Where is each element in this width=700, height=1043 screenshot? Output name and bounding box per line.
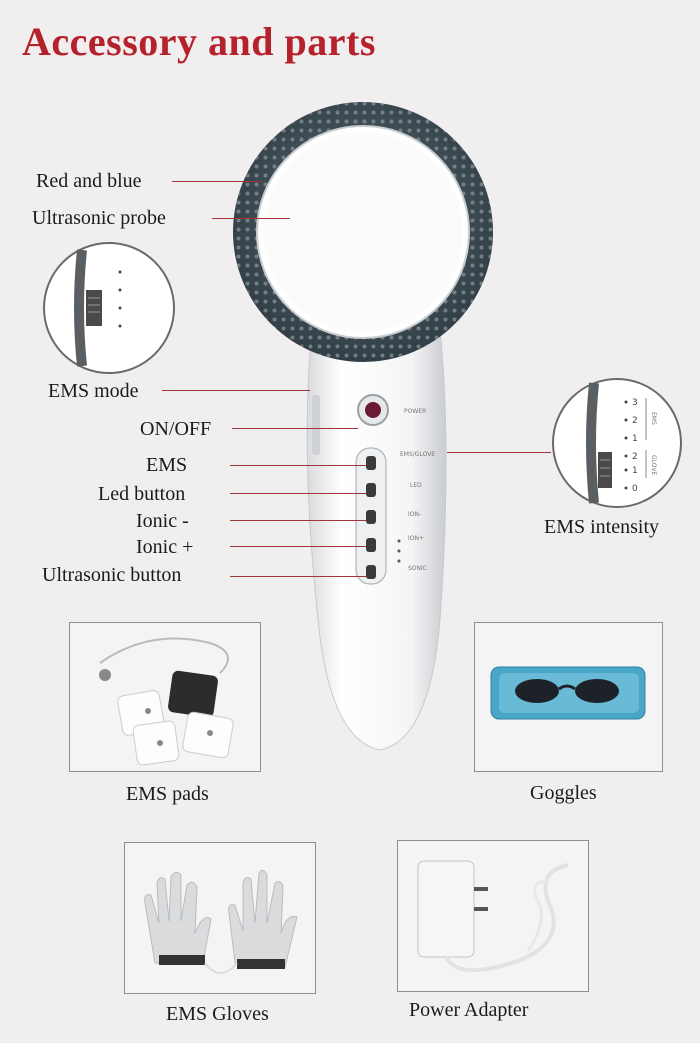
goggles-image — [490, 666, 646, 720]
ems-intensity-zoom — [552, 378, 682, 508]
device-label-ems-glove: EMS/GLOVE — [400, 451, 435, 458]
device-label-ion-minus: ION- — [408, 511, 421, 518]
callout-ultrasonic-button: Ultrasonic button — [42, 564, 182, 586]
callout-ionic-minus: Ionic - — [136, 510, 189, 532]
caption-power-adapter: Power Adapter — [409, 999, 529, 1021]
glove-level-0: 0 — [632, 484, 638, 494]
callout-ems-intensity: EMS intensity — [544, 516, 660, 538]
ems-mode-zoom — [43, 242, 175, 374]
glove-level-2: 2 — [632, 452, 638, 462]
mode-switch-graphic — [312, 395, 320, 455]
ems-pads-photo — [69, 622, 261, 772]
callout-on-off: ON/OFF — [140, 418, 212, 440]
device-label-power: POWER — [404, 408, 426, 415]
goggles-photo — [474, 622, 663, 772]
callout-red-and-blue: Red and blue — [36, 170, 142, 192]
caption-ems-pads: EMS pads — [126, 783, 209, 805]
callout-ultrasonic-probe: Ultrasonic probe — [32, 207, 166, 229]
button-panel — [355, 447, 387, 585]
callout-ems-mode: EMS mode — [48, 380, 139, 402]
ems-gloves-image — [144, 869, 298, 974]
callout-led-button: Led button — [98, 483, 186, 505]
device-label-led: LED — [410, 482, 422, 489]
glove-level-1: 1 — [632, 466, 638, 476]
power-button-graphic — [357, 394, 389, 426]
page-title: Accessory and parts — [22, 19, 376, 64]
device-label-ion-plus: ION+ — [408, 535, 424, 542]
ultrasonic-probe-ring — [233, 102, 493, 362]
ems-level-1: 1 — [632, 434, 638, 444]
callout-ems: EMS — [146, 454, 188, 476]
ems-pads-image — [99, 637, 234, 766]
caption-ems-gloves: EMS Gloves — [166, 1003, 269, 1025]
ems-level-2: 2 — [632, 416, 638, 426]
ems-gloves-photo — [124, 842, 316, 994]
glove-word: GLOVE — [650, 455, 657, 476]
caption-goggles: Goggles — [530, 782, 597, 804]
ems-level-3: 3 — [632, 398, 638, 408]
ems-word: EMS — [650, 412, 657, 425]
device-label-sonic: SONIC — [408, 565, 427, 572]
power-adapter-image — [417, 860, 569, 972]
callout-ionic-plus: Ionic + — [136, 536, 194, 558]
power-adapter-photo — [397, 840, 589, 992]
